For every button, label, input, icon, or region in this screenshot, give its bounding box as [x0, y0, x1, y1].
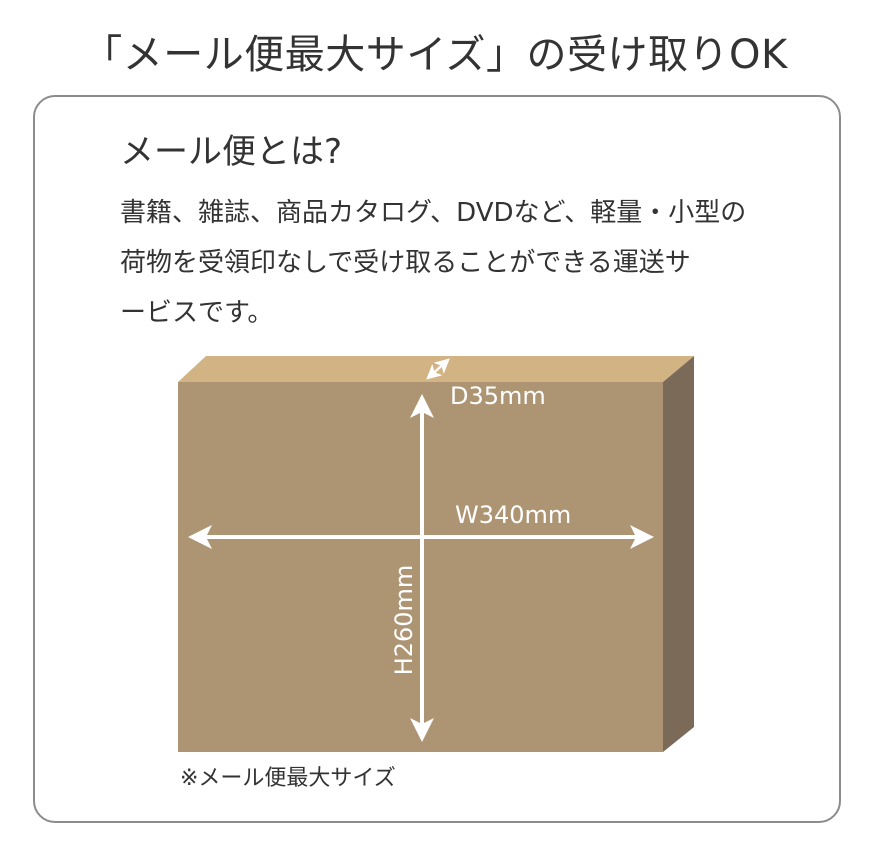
page-title: 「メール便最大サイズ」の受け取りOK: [82, 32, 788, 78]
card-description: 書籍、雑誌、商品カタログ、DVDなど、軽量・小型の 荷物を受領印なしで受け取るこ…: [120, 188, 780, 338]
description-line-2: 荷物を受領印なしで受け取ることができる運送サ: [120, 248, 691, 278]
depth-label: D35mm: [450, 382, 546, 410]
box-side-face: [663, 356, 694, 752]
footnote: ※メール便最大サイズ: [180, 766, 396, 791]
card-heading: メール便とは?: [120, 132, 343, 172]
description-line-1: 書籍、雑誌、商品カタログ、DVDなど、軽量・小型の: [120, 198, 747, 228]
width-label: W340mm: [455, 501, 571, 529]
description-line-3: ービスです。: [120, 298, 274, 328]
box-top-face: [178, 356, 694, 382]
depth-arrow: [426, 358, 450, 380]
height-label: H260mm: [390, 565, 418, 676]
